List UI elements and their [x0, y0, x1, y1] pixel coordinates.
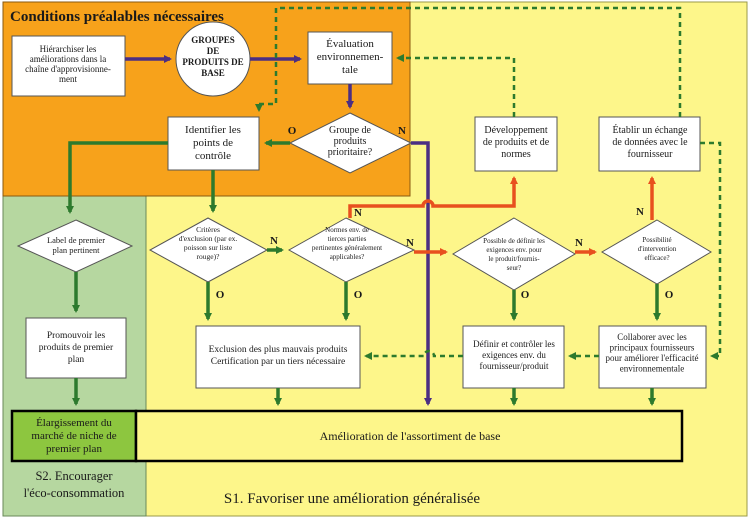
- identifier-box: [167, 116, 260, 171]
- edge-n-prioritaire: N: [398, 125, 406, 137]
- edge-n-criteres: N: [270, 235, 278, 247]
- conditions-title: Conditions préalables nécessaires: [10, 9, 224, 25]
- promouvoir-box: [25, 317, 127, 379]
- evaluation-box: [307, 31, 393, 85]
- edge-o-possibilite: O: [665, 289, 674, 301]
- dashed-definir-exclusion: [364, 349, 463, 360]
- definir-controler-box: [462, 325, 565, 389]
- exclusion-box: [195, 325, 361, 389]
- hierarchiser-box: [11, 35, 126, 97]
- edge-n-possibilite: N: [636, 206, 644, 218]
- edge-o-possible: O: [521, 289, 530, 301]
- developpement-box: [474, 116, 558, 172]
- edge-n-normes-right: N: [406, 237, 414, 249]
- amelioration-text: Amélioration de l'assortiment de base: [320, 429, 501, 443]
- dashed-developpement-evaluation: [396, 54, 516, 117]
- arrow-prioritaire-no-down: [411, 141, 432, 406]
- edge-n-normes-up: N: [354, 207, 362, 219]
- arrow-identifier-label: [66, 141, 168, 214]
- amelioration-box: [134, 409, 684, 463]
- arrow-normes-developpement: [348, 176, 518, 218]
- edge-n-possible: N: [575, 237, 583, 249]
- collaborer-box: [598, 325, 707, 389]
- edge-o-criteres: O: [216, 289, 225, 301]
- dashed-echange-top-loop: [255, 6, 682, 117]
- s1-label: S1. Favoriser une amélioration généralis…: [224, 491, 481, 507]
- edge-o-prioritaire: O: [288, 125, 297, 137]
- dashed-echange-collaborer: [700, 141, 722, 360]
- groupe-prioritaire-diamond: [288, 112, 413, 174]
- edge-o-normes: O: [354, 289, 363, 301]
